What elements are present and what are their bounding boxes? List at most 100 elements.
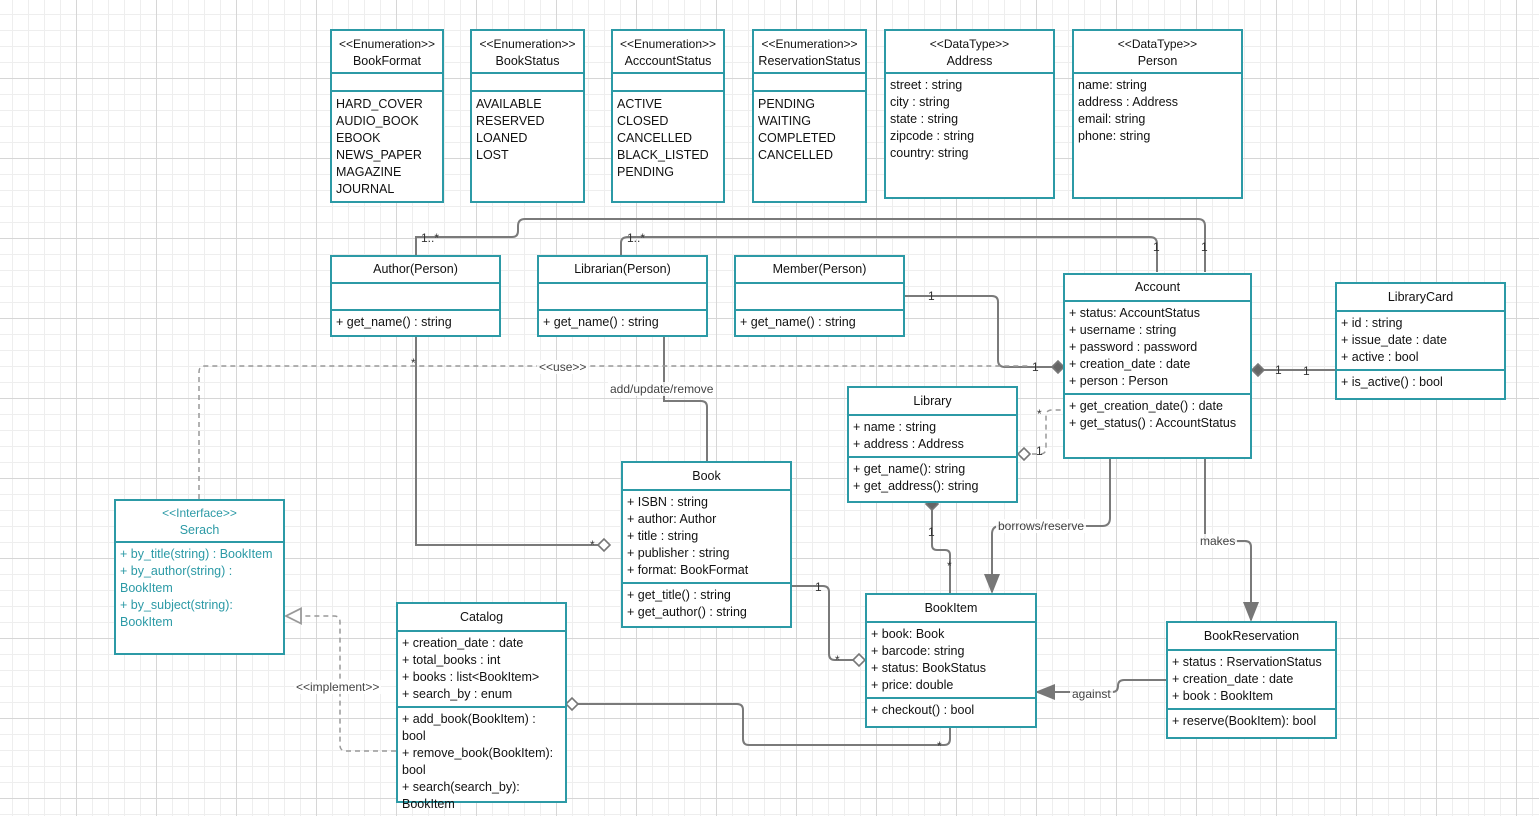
datatype-address[interactable]: <<DataType>> Address street : string cit… <box>884 29 1055 199</box>
attribute: + person : Person <box>1069 374 1169 388</box>
class-methods: + get_creation_date() : date + get_statu… <box>1065 395 1250 435</box>
class-attributes: + name : string + address : Address <box>849 416 1016 458</box>
catalog-bookitem-line <box>578 703 951 746</box>
class-book-item[interactable]: BookItem + book: Book + barcode: string … <box>865 593 1037 728</box>
class-header: Catalog <box>398 604 565 632</box>
multiplicity-librarian-account: 1..* <box>627 231 646 245</box>
class-name: Account <box>1134 280 1181 294</box>
class-attributes <box>736 284 903 311</box>
class-librarian[interactable]: Librarian(Person) + get_name() : string <box>537 255 708 337</box>
enum-value: LOANED <box>476 131 528 145</box>
class-book-reservation[interactable]: BookReservation + status : RservationSta… <box>1166 621 1337 739</box>
add-update-remove-label: add/update/remove <box>608 382 716 396</box>
class-attributes <box>539 284 706 311</box>
class-header: <<Enumeration>> ReservationStatus <box>754 31 865 74</box>
catalog-bookitem-diamond <box>564 696 580 712</box>
against-line <box>1035 679 1166 700</box>
attribute: + creation_date : date <box>1069 357 1191 371</box>
class-member[interactable]: Member(Person) + get_name() : string <box>734 255 905 337</box>
attribute: + status: BookStatus <box>871 661 986 675</box>
enum-account-status[interactable]: <<Enumeration>> AcccountStatus ACTIVE CL… <box>611 29 725 203</box>
class-attributes: + status : RservationStatus + creation_d… <box>1168 651 1335 710</box>
class-name: Library <box>913 394 952 408</box>
datatype-person[interactable]: <<DataType>> Person name: string address… <box>1072 29 1243 199</box>
class-methods: + get_name() : string <box>736 311 903 334</box>
attribute: + price: double <box>871 678 954 692</box>
stereotype: <<Enumeration>> <box>761 37 858 51</box>
class-name: BookFormat <box>352 54 422 68</box>
field: phone: string <box>1078 129 1151 143</box>
multiplicity-author-account: 1..* <box>421 231 440 245</box>
attribute: + creation_date : date <box>1172 672 1294 686</box>
multiplicity-library-account-many: * <box>1037 407 1042 421</box>
class-methods: + get_name() : string <box>332 311 499 334</box>
attribute: + barcode: string <box>871 644 965 658</box>
multiplicity-book-bookitem-many: * <box>835 653 840 667</box>
author-account-line <box>415 218 1206 272</box>
method: + get_address(): string <box>853 479 979 493</box>
enum-value: PENDING <box>617 165 674 179</box>
class-methods: + by_title(string) : BookItem + by_autho… <box>116 543 283 634</box>
class-name: BookItem <box>924 601 978 615</box>
class-methods: + add_book(BookItem) : bool + remove_boo… <box>398 708 565 816</box>
class-book[interactable]: Book + ISBN : string + author: Author + … <box>621 461 792 628</box>
class-name: Catalog <box>459 610 504 624</box>
book-bookitem-diamond <box>851 652 867 668</box>
method: + get_author() : string <box>627 605 747 619</box>
enum-divider <box>613 90 723 92</box>
class-account[interactable]: Account + status: AccountStatus + userna… <box>1063 273 1252 459</box>
enum-value: LOST <box>476 148 509 162</box>
enum-value: COMPLETED <box>758 131 836 145</box>
class-methods: + is_active() : bool <box>1337 371 1504 394</box>
attribute: + author: Author <box>627 512 717 526</box>
enum-reservation-status[interactable]: <<Enumeration>> ReservationStatus PENDIN… <box>752 29 867 203</box>
class-name: Author(Person) <box>373 262 458 276</box>
class-name: Librarian(Person) <box>574 262 671 276</box>
enum-values: ACTIVE CLOSED CANCELLED BLACK_LISTED PEN… <box>613 74 723 184</box>
class-name: LibraryCard <box>1387 290 1454 304</box>
method: + get_title() : string <box>627 588 731 602</box>
multiplicity-catalog-bookitem: * <box>937 739 942 753</box>
attribute: + active : bool <box>1341 350 1419 364</box>
class-methods: + get_name(): string + get_address(): st… <box>849 458 1016 498</box>
interface-search[interactable]: <<Interface>> Serach + by_title(string) … <box>114 499 285 655</box>
author-book-line <box>415 337 598 546</box>
multiplicity-book-bookitem-one: 1 <box>815 580 822 594</box>
attribute: + search_by : enum <box>402 687 513 701</box>
stereotype: <<Enumeration>> <box>338 37 436 51</box>
method: + checkout() : bool <box>871 703 975 717</box>
stereotype: <<Enumeration>> <box>619 37 717 51</box>
enum-value: RESERVED <box>476 114 545 128</box>
attribute: + issue_date : date <box>1341 333 1447 347</box>
attribute: + total_books : int <box>402 653 501 667</box>
enum-book-format[interactable]: <<Enumeration>> BookFormat HARD_COVER AU… <box>330 29 444 203</box>
method: + by_subject(string): BookItem <box>120 598 233 629</box>
class-library[interactable]: Library + name : string + address : Addr… <box>847 386 1018 503</box>
class-library-card[interactable]: LibraryCard + id : string + issue_date :… <box>1335 282 1506 400</box>
borrows-reserve-label: borrows/reserve <box>996 519 1087 533</box>
enum-value: ACTIVE <box>617 97 663 111</box>
enum-value: HARD_COVER <box>336 97 423 111</box>
datatype-fields: name: string address : Address email: st… <box>1074 74 1241 148</box>
class-catalog[interactable]: Catalog + creation_date : date + total_b… <box>396 602 567 811</box>
class-header: <<Enumeration>> AcccountStatus <box>613 31 723 74</box>
enum-book-status[interactable]: <<Enumeration>> BookStatus AVAILABLE RES… <box>470 29 585 203</box>
class-header: Author(Person) <box>332 257 499 284</box>
multiplicity-author-book: * <box>590 538 595 552</box>
class-header: BookReservation <box>1168 623 1335 651</box>
attribute: + books : list<BookItem> <box>402 670 540 684</box>
enum-value: BLACK_LISTED <box>617 148 709 162</box>
author-book-diamond <box>596 537 612 553</box>
enum-value: WAITING <box>758 114 812 128</box>
attribute: + password : password <box>1069 340 1198 354</box>
class-author[interactable]: Author(Person) + get_name() : string <box>330 255 501 337</box>
enum-values: PENDING WAITING COMPLETED CANCELLED <box>754 74 865 167</box>
attribute: + ISBN : string <box>627 495 708 509</box>
field: street : string <box>890 78 963 92</box>
use-label: <<use>> <box>537 360 589 374</box>
enum-value: NEWS_PAPER <box>336 148 422 162</box>
attribute: + format: BookFormat <box>627 563 749 577</box>
class-methods: + get_name() : string <box>539 311 706 334</box>
field: email: string <box>1078 112 1146 126</box>
library-account-diamond <box>1016 446 1032 462</box>
